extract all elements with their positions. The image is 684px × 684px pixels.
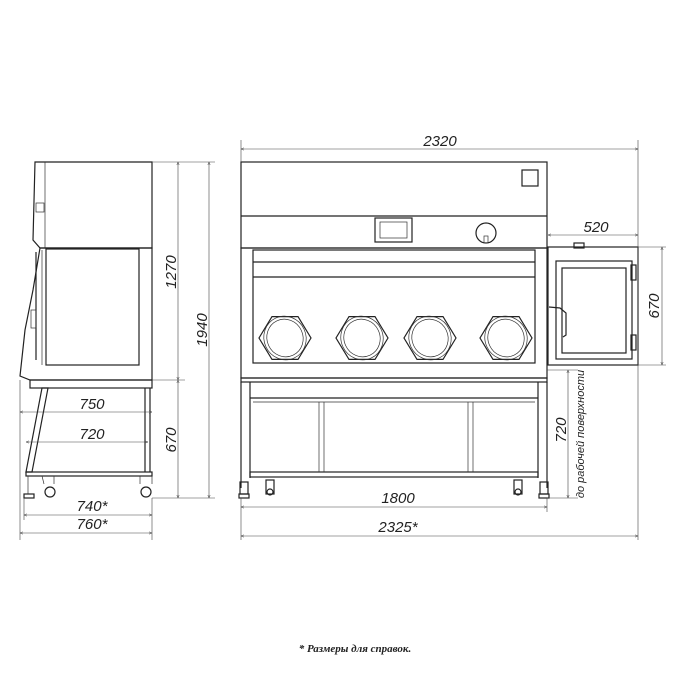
caster-wheel-icon: [140, 486, 152, 498]
footnote: * Размеры для справок.: [299, 643, 411, 655]
gauge-icon: [475, 222, 497, 244]
glove-ports: [258, 315, 533, 361]
main-window: [252, 249, 536, 364]
side-view: [19, 161, 153, 499]
dim-720-side: 720: [79, 426, 105, 443]
dim-670-side: 670: [163, 427, 180, 453]
glove-port: [403, 315, 457, 361]
dim-1940: 1940: [194, 313, 211, 347]
indicator-square: [521, 169, 539, 187]
front-view-dimensions: 2320 520 670 720 до рабочей поверхности …: [241, 133, 666, 540]
dim-740: 740*: [77, 498, 109, 515]
glove-port: [335, 315, 389, 361]
glove-port: [479, 315, 533, 361]
front-view: [238, 161, 639, 499]
side-view-dimensions: 1270 1940 670 750 720 740* 760*: [20, 162, 215, 540]
door-handle: [548, 306, 567, 338]
dim-720-note: до рабочей поверхности: [575, 370, 587, 498]
dim-1800: 1800: [381, 490, 415, 507]
dim-720-front: 720: [553, 417, 570, 443]
dim-1270: 1270: [163, 255, 180, 289]
side-window: [45, 248, 140, 366]
airlock-door: [555, 260, 633, 360]
control-display-icon: [35, 202, 45, 213]
dim-2320: 2320: [422, 133, 457, 150]
work-surface: [240, 377, 548, 383]
dim-760: 760*: [77, 516, 109, 533]
dim-2325: 2325*: [377, 519, 418, 536]
glove-port: [258, 315, 312, 361]
caster-wheel-icon: [44, 486, 56, 498]
caster-wheels: [238, 479, 550, 499]
dim-750: 750: [79, 396, 105, 413]
touch-display: [374, 217, 413, 243]
dim-670-airlock: 670: [646, 293, 663, 319]
dim-520: 520: [583, 219, 609, 236]
